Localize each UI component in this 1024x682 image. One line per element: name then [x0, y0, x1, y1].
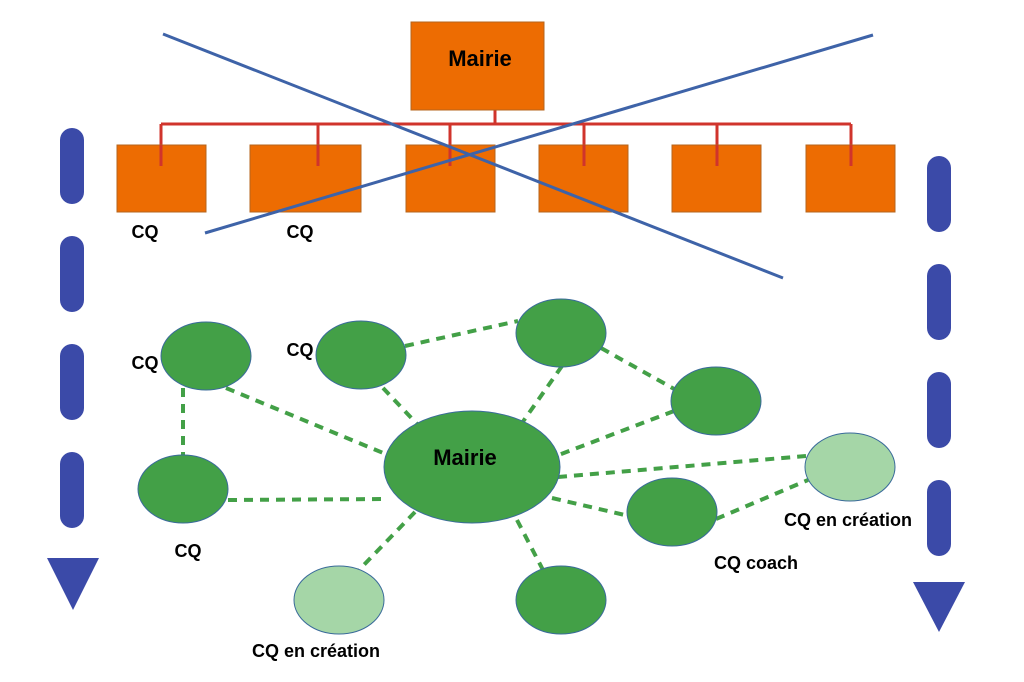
network-chart: Mairie CQ CQ CQ CQ coach CQ en création … [132, 298, 912, 661]
cq-coach-label: CQ coach [714, 553, 798, 573]
mairie-top-label: Mairie [448, 46, 512, 71]
network-node [515, 298, 607, 368]
network-link [404, 319, 519, 348]
cq-creation-label: CQ en création [784, 510, 912, 530]
network-link [356, 510, 417, 573]
left-arrow-head [47, 558, 99, 610]
cq-label: CQ [287, 340, 314, 360]
network-link [381, 386, 420, 427]
network-link [520, 364, 564, 425]
right-dashed-arrow [913, 156, 965, 632]
network-link [225, 386, 389, 457]
cross-line [204, 33, 874, 235]
network-link [227, 497, 387, 502]
network-node [670, 366, 762, 436]
network-link [551, 496, 630, 518]
network-node [315, 320, 407, 390]
network-link [515, 519, 545, 571]
network-node [160, 321, 252, 391]
cq-creation-node [804, 432, 896, 502]
cq-creation-label: CQ en création [252, 641, 380, 661]
network-node [137, 454, 229, 524]
cq-coach-node [626, 477, 718, 547]
cq-label: CQ [132, 222, 159, 242]
cq-creation-node [293, 565, 385, 635]
network-node [515, 565, 607, 635]
network-links [181, 319, 809, 573]
mairie-top-box [410, 21, 545, 111]
mairie-center-label: Mairie [433, 445, 497, 470]
cq-label: CQ [175, 541, 202, 561]
left-dashed-arrow [47, 128, 99, 610]
cq-label: CQ [287, 222, 314, 242]
network-link [557, 454, 807, 479]
cross-line [162, 32, 784, 280]
cross-out [162, 32, 874, 280]
cq-box [249, 144, 362, 213]
network-link [555, 409, 675, 458]
hierarchy-chart: Mairie CQ CQ [116, 21, 896, 242]
mairie-center-node [383, 410, 561, 524]
right-arrow-head [913, 582, 965, 632]
cq-label: CQ [132, 353, 159, 373]
network-link [715, 478, 809, 521]
network-link [600, 346, 677, 392]
